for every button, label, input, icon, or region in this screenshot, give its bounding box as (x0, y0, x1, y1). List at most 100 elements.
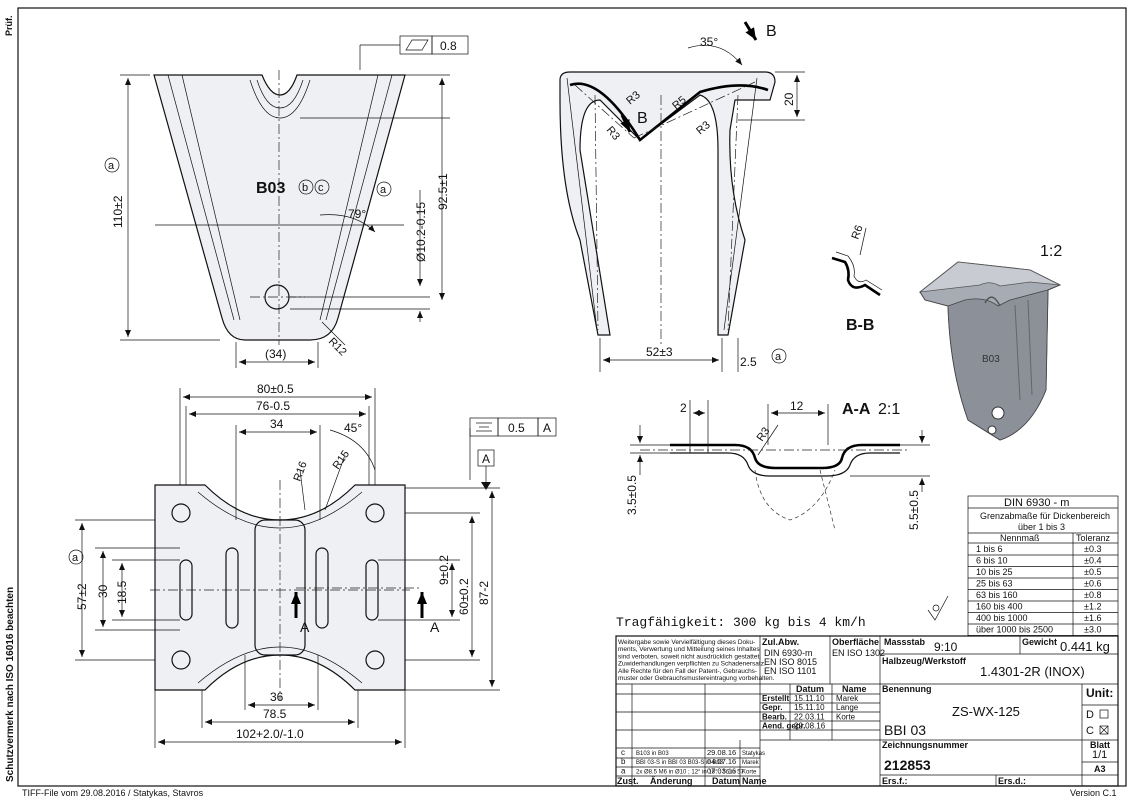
side-section-b-top: B (766, 23, 777, 40)
tol-subtitle-2: über 1 bis 3 (1018, 522, 1065, 532)
aa-dim-r3: R3 (755, 425, 773, 443)
front-dim-height: 110±2 (111, 195, 125, 228)
tol-subtitle-1: Grenzabmaße für Dickenbereich (980, 511, 1110, 521)
tol-value: ±3.0 (1084, 625, 1101, 635)
tol-title: DIN 6930 - m (1004, 497, 1069, 509)
tb-oberflaeche: EN ISO 1302 (832, 648, 885, 658)
aa-label: A-A (842, 401, 871, 418)
top-gdt-datum: A (543, 421, 551, 435)
bb-label: B-B (846, 317, 874, 334)
svg-text:C: C (1086, 725, 1094, 737)
tb-blatt: 1/1 (1092, 749, 1107, 761)
notice-line: sind verboten, soweit nicht ausdrücklich… (618, 653, 761, 660)
rev-date: 29.08.16 (707, 748, 736, 757)
tb-gewicht-label: Gewicht (1022, 637, 1057, 647)
tb-row-date: 15.11.10 (794, 694, 825, 703)
tb-datum-label: Datum (796, 684, 824, 694)
front-part-mark: B03 (256, 180, 285, 197)
rev-head-zust: Zust. (617, 776, 639, 786)
top-dim-30: 30 (96, 584, 110, 598)
front-mark-c: c (318, 182, 324, 194)
tb-name-label: Name (842, 684, 867, 694)
front-mark-b: b (302, 182, 308, 194)
tb-row-date: 29.08.16 (794, 722, 826, 731)
iso-scale: 1:2 (1040, 243, 1062, 260)
iso-view: 1:2 B03 (918, 243, 1062, 441)
tol-value: ±0.3 (1084, 544, 1101, 554)
top-section-a-right: A (430, 619, 440, 635)
front-dim-bottom: (34) (265, 347, 286, 361)
rev-letter: b (621, 757, 626, 766)
top-dim-57: 57±2 (75, 583, 89, 610)
tb-zul-abw-label: Zul.Abw. (762, 637, 799, 647)
tol-col-toleranz: Toleranz (1076, 533, 1111, 543)
tb-massstab: 9:10 (934, 640, 958, 654)
tol-range: 6 bis 10 (976, 556, 1008, 566)
top-dim-r16: R16 (292, 460, 310, 483)
aa-dim-12: 12 (790, 399, 804, 413)
tiff-footer: TIFF-File vom 29.08.2016 / Statykas, Sta… (22, 788, 204, 798)
front-flatness-value: 0.8 (440, 39, 457, 53)
top-dim-87: 87-2 (477, 581, 491, 605)
tb-row-label: Erstellt (762, 694, 789, 703)
tb-zeichnungsnummer: 212853 (884, 757, 931, 773)
notice-line: Weitergabe sowie Vervielfältigung dieses… (618, 639, 755, 646)
tb-row-name: Korte (836, 712, 856, 721)
aa-dim-right: 5.5±0.5 (907, 490, 921, 530)
protection-notice: Schutzvermerk nach ISO 16016 beachten (5, 587, 16, 782)
tol-range: 63 bis 160 (976, 590, 1018, 600)
tb-oberflaeche-label: Oberfläche (832, 637, 879, 647)
tb-zul-abw-2: EN ISO 8015 (764, 657, 817, 667)
rev-text: 2x Ø8.5 M6 in Ø10 ; 12° in 18° ; 56 in 5… (636, 769, 745, 775)
top-dim-76: 76-0.5 (256, 399, 290, 413)
load-capacity: Tragfähigkeit: 300 kg bis 4 km/h (616, 615, 866, 630)
tb-row-date: 22.03.11 (794, 712, 825, 721)
notice-line: ments, Verwertung und Mitteilung seines … (618, 646, 760, 653)
tol-value: ±0.6 (1084, 579, 1101, 589)
top-dim-45: 45° (344, 421, 362, 435)
tol-value: ±0.5 (1084, 567, 1101, 577)
tb-row-label: Aend. gepr. (762, 722, 806, 731)
rev-name: Statykas (742, 751, 765, 757)
side-view: B B 35° R3 R5 R3 R3 20 52±3 2.5 a (559, 21, 805, 372)
front-dim-inner: 92.5±1 (436, 173, 450, 210)
front-dim-angle: 79° (348, 207, 366, 221)
rev-text: B103 in B03 (636, 751, 669, 757)
side-dim-20: 20 (782, 92, 796, 106)
front-dim-radius: R12 (326, 336, 349, 359)
side-dim-width: 52±3 (646, 345, 673, 359)
rev-date: 07.03.16 (707, 766, 736, 775)
top-dim-80: 80±0.5 (257, 382, 294, 396)
svg-text:D: D (1086, 709, 1094, 721)
front-mark-a-right: a (380, 184, 387, 196)
top-dim-34: 34 (270, 417, 284, 431)
top-dim-102: 102+2.0/-1.0 (236, 727, 304, 741)
tb-row-name: Lange (836, 703, 859, 712)
tol-range: 400 bis 1000 (976, 613, 1028, 623)
rev-head-datum: Datum (712, 776, 740, 786)
tb-zul-abw-3: EN ISO 1101 (764, 666, 816, 676)
tb-row-label: Gepr. (762, 703, 782, 712)
title-block: Weitergabe sowie Vervielfältigung dieses… (615, 635, 1119, 787)
tb-benennung-label: Benennung (882, 684, 932, 694)
tb-ers-d: Ers.d.: (998, 776, 1026, 786)
tol-range: 10 bis 25 (976, 567, 1013, 577)
tb-massstab-label: Massstab (884, 637, 926, 647)
tol-range: 1 bis 6 (976, 544, 1003, 554)
rev-name: Marek (742, 760, 760, 766)
check-label: Prüf. (4, 15, 14, 36)
tol-value: ±1.6 (1084, 613, 1101, 623)
top-dim-9: 9±0.2 (437, 555, 451, 585)
top-dim-r15: R15 (331, 448, 352, 471)
tol-range: über 1000 bis 2500 (976, 625, 1053, 635)
tol-range: 25 bis 63 (976, 579, 1013, 589)
top-view: 80±0.5 76-0.5 34 45° R16 R15 0.5 A A a (68, 382, 557, 748)
top-datum-label: A (482, 452, 490, 466)
version-label: Version C.1 (1070, 788, 1117, 798)
tb-gewicht: 0.441 kg (1060, 639, 1110, 654)
side-dim-thickness: 2.5 (740, 355, 757, 369)
side-dim-r3b: R3 (694, 119, 712, 137)
rev-letter: a (621, 766, 626, 775)
rev-date: 04.07.16 (707, 757, 736, 766)
